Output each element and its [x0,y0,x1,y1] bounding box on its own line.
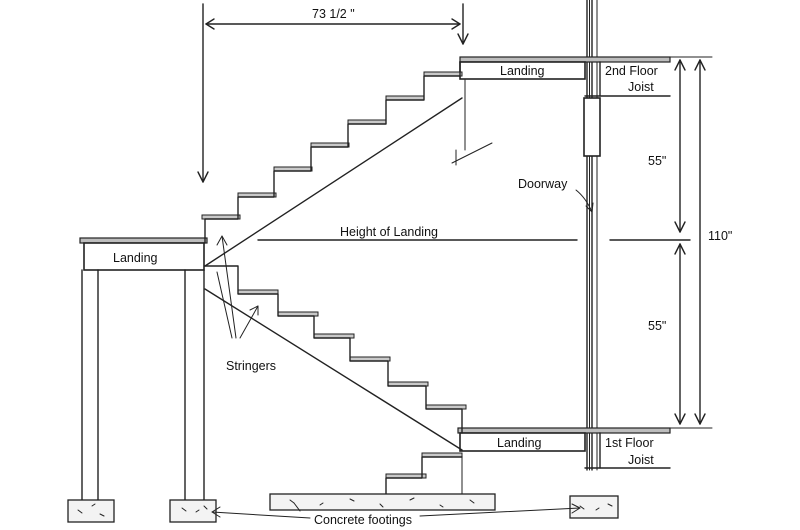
lower-rise-label: 55" [648,319,666,333]
second-floor-joist [459,56,671,97]
total-height-label: 110" [708,229,732,243]
dimension-top-width [197,3,469,183]
top-width-label: 73 1/2 " [312,7,355,21]
middle-landing [79,237,208,501]
concrete-footings [67,493,619,523]
first-floor-label: 1st Floor [605,436,654,450]
upper-rise-label: 55" [648,154,666,168]
leader-arrows [211,189,594,519]
dimension-rise [667,56,713,429]
height-of-landing-label: Height of Landing [340,225,438,239]
lower-landing-label: Landing [497,436,542,450]
lower-flight [204,265,467,497]
second-floor-label: 2nd Floor [605,64,658,78]
doorway-label: Doorway [518,177,568,191]
first-floor-joist [457,427,671,469]
upper-flight [201,61,493,267]
upper-landing-label: Landing [500,64,545,78]
stringers-label: Stringers [226,359,276,373]
text-labels: 73 1/2 " Landing 2nd Floor Joist Doorway… [113,7,732,527]
middle-landing-label: Landing [113,251,158,265]
concrete-footings-label: Concrete footings [314,513,412,527]
second-floor-joist-label: Joist [628,80,654,94]
first-floor-joist-label: Joist [628,453,654,467]
wall-frame [583,0,601,471]
